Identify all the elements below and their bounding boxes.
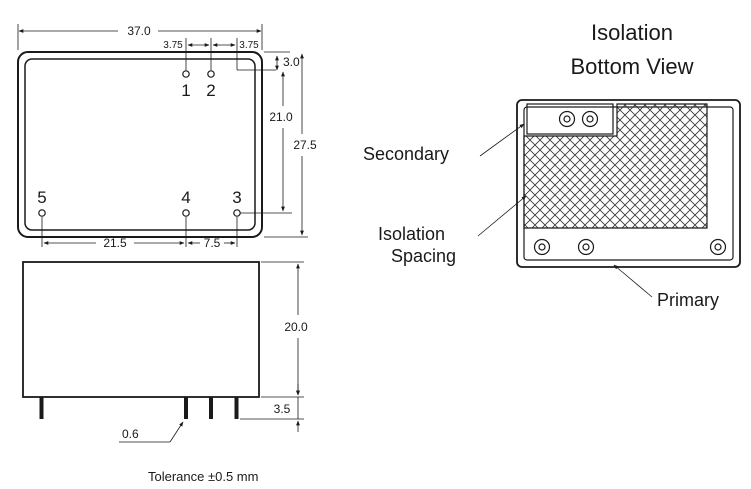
dimension-body-height: 20.0 <box>261 261 308 398</box>
dim-overall-width-value: 37.0 <box>127 24 151 38</box>
pin-2-hole <box>207 70 215 78</box>
pin-4-label: 4 <box>181 188 190 207</box>
pin-5-hole <box>38 209 46 217</box>
dim-pin-span-4-3-value: 7.5 <box>204 236 221 250</box>
leader-primary <box>613 264 653 298</box>
isolation-outer-outline <box>516 99 741 268</box>
dimension-overall-width: 37.0 <box>17 24 263 50</box>
dimension-pin-pitch: 3.75 3.75 <box>163 38 276 71</box>
primary-pin-2-outer <box>577 238 595 256</box>
primary-pin-3-inner <box>714 243 722 251</box>
dim-pin-pitch-left-value: 3.75 <box>163 40 183 51</box>
isolation-title-line2: Bottom View <box>570 54 693 79</box>
label-isolation-spacing-line2: Spacing <box>391 246 456 266</box>
primary-pin-3-outer <box>709 238 727 256</box>
secondary-pin-1-inner <box>563 115 571 123</box>
callout-pin-diameter: 0.6 <box>119 421 184 443</box>
side-view-body <box>22 261 260 398</box>
label-secondary: Secondary <box>363 144 449 164</box>
top-view: 1 2 5 4 3 37.0 3.75 3.75 3.0 <box>17 24 317 250</box>
pin-3-hole <box>233 209 241 217</box>
primary-pin-2-inner <box>582 243 590 251</box>
dimension-pin-offset-top: 3.0 <box>264 51 300 71</box>
top-view-outer-outline <box>17 51 263 238</box>
side-pin-right <box>234 397 239 419</box>
primary-pin-1-outer <box>533 238 551 256</box>
pin-5-label: 5 <box>37 188 46 207</box>
secondary-pin-2-inner <box>586 115 594 123</box>
side-pin-left <box>39 397 44 419</box>
isolation-title-line1: Isolation <box>591 20 673 45</box>
leader-isolation-spacing <box>477 195 527 237</box>
dim-pin-length-value: 3.5 <box>274 402 291 416</box>
side-pin-middle-1 <box>184 397 188 419</box>
label-primary: Primary <box>657 290 719 310</box>
dim-pin-offset-value: 3.0 <box>283 55 300 69</box>
dim-body-height-value: 20.0 <box>284 320 308 334</box>
pin-3-label: 3 <box>232 188 241 207</box>
side-view: 20.0 3.5 0.6 Tolerance ±0.5 mm <box>22 261 308 484</box>
primary-pin-1-inner <box>538 243 546 251</box>
dim-pin-diameter-value: 0.6 <box>122 427 139 441</box>
dimension-overall-height: 27.5 <box>264 53 317 238</box>
dim-overall-height-value: 27.5 <box>293 138 317 152</box>
leader-secondary <box>479 123 525 157</box>
dimension-pin-row-spacing: 21.0 <box>240 71 293 214</box>
top-view-inner-outline <box>24 58 256 231</box>
tolerance-note: Tolerance ±0.5 mm <box>148 469 258 484</box>
label-isolation-spacing-line1: Isolation <box>378 224 445 244</box>
pin-1-hole <box>182 70 190 78</box>
dimension-pin-length: 3.5 <box>240 384 304 432</box>
pin-4-hole <box>182 209 190 217</box>
secondary-pin-box <box>526 103 614 135</box>
secondary-pin-1-outer <box>558 110 576 128</box>
isolation-bottom-view: Isolation Bottom View Secondary Isolatio… <box>363 20 741 310</box>
dim-pin-pitch-right-value: 3.75 <box>239 40 259 51</box>
pin-1-label: 1 <box>181 81 190 100</box>
side-pin-middle-2 <box>209 397 213 419</box>
dimension-pin-span: 21.5 7.5 <box>41 217 238 250</box>
dim-pin-row-spacing-value: 21.0 <box>269 110 293 124</box>
isolation-hatched-region <box>523 103 708 229</box>
dim-pin-span-5-4-value: 21.5 <box>103 236 127 250</box>
pin-2-label: 2 <box>206 81 215 100</box>
secondary-pin-2-outer <box>581 110 599 128</box>
